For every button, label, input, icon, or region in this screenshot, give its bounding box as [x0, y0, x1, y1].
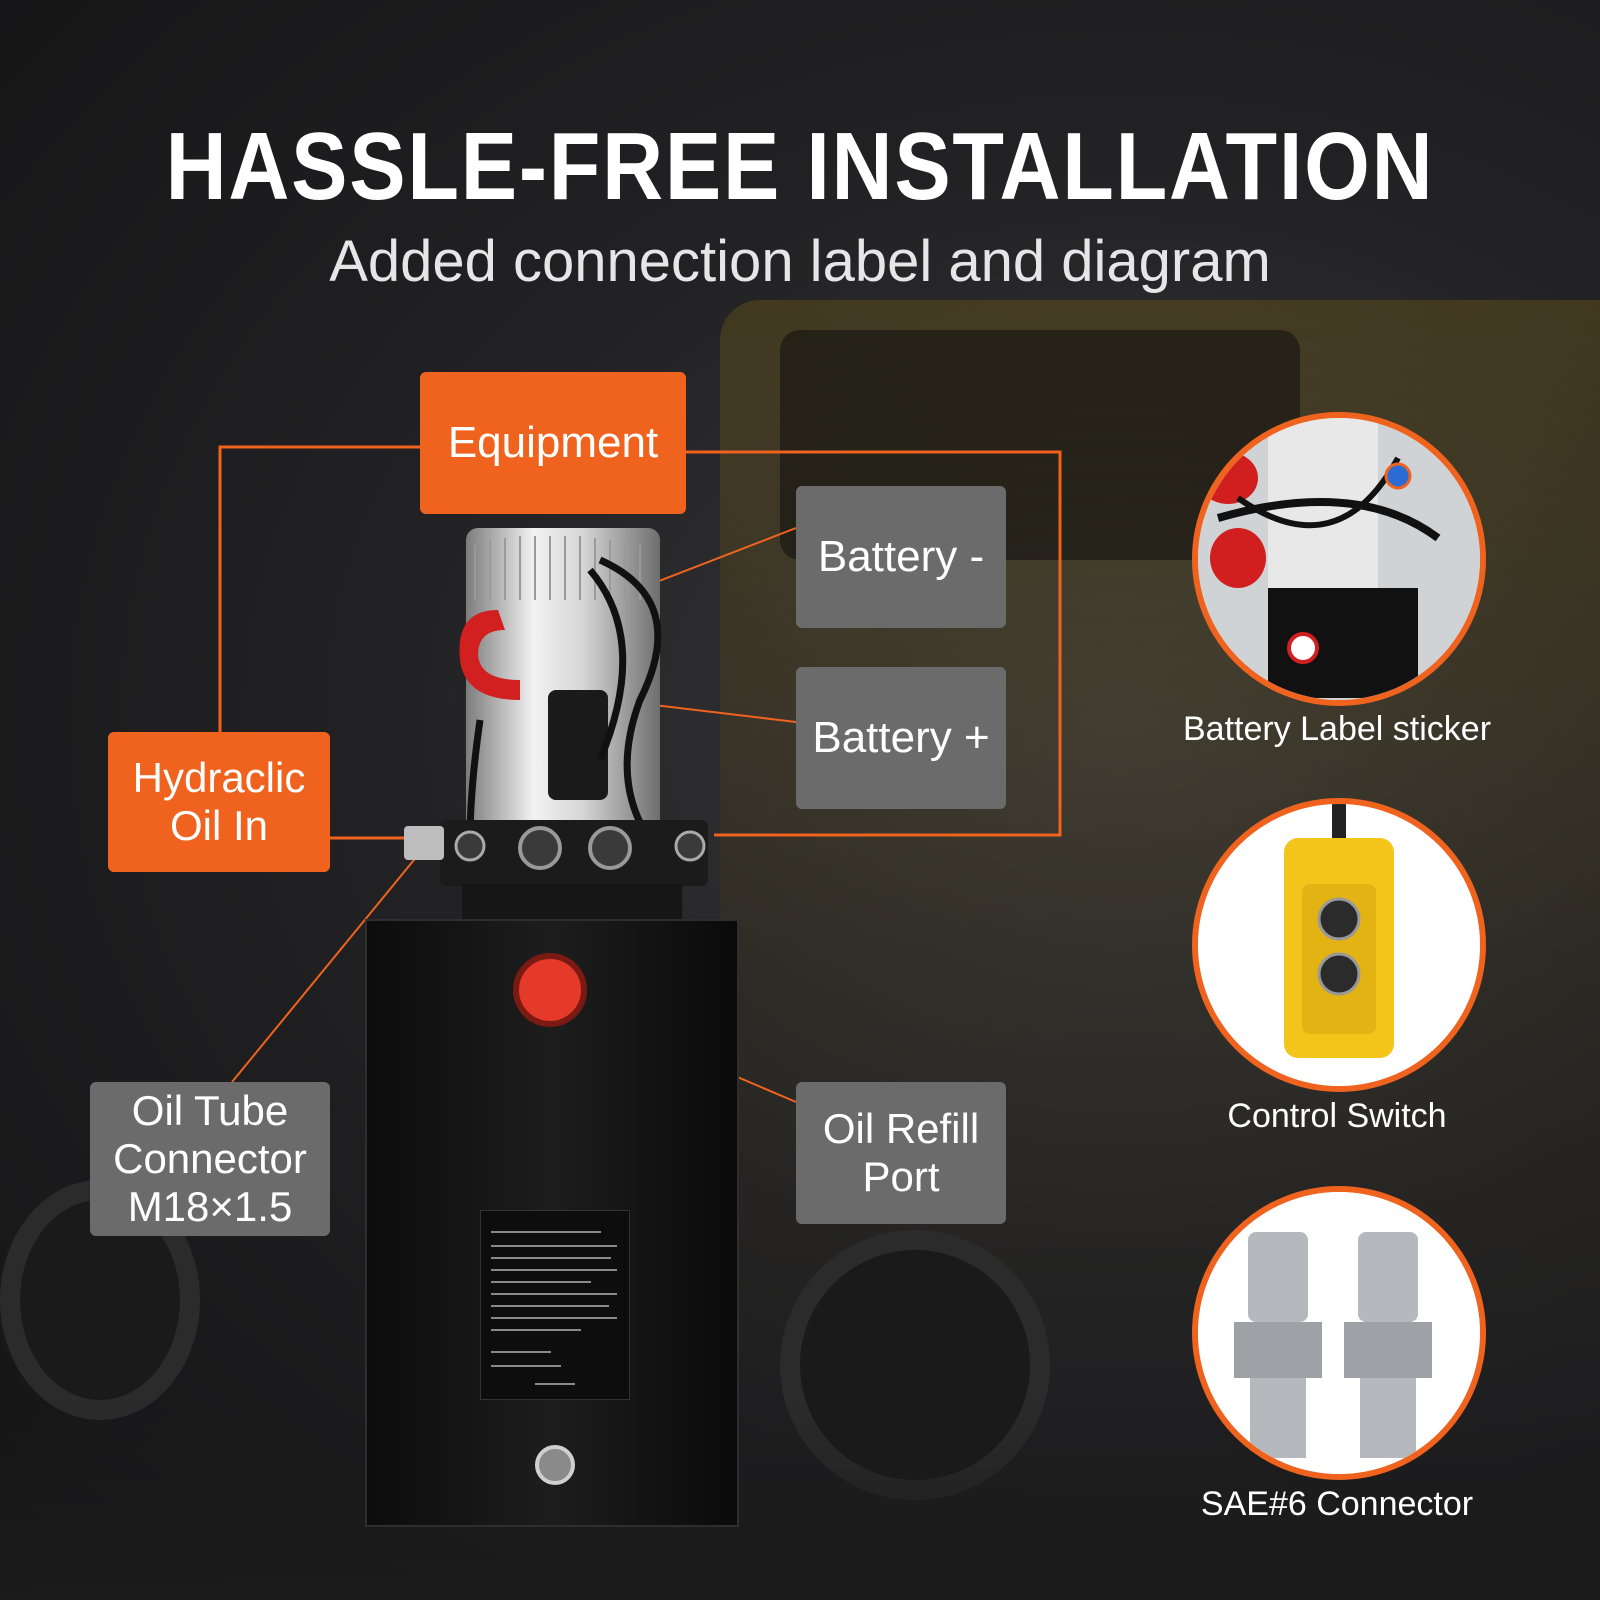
battery-minus-label: Battery -: [817, 532, 985, 581]
equipment-frame-left: [218, 445, 420, 732]
hydraulic-oil-in-line2: Oil In: [169, 802, 269, 849]
sae6-connector-image: [1192, 1186, 1486, 1480]
oil-tube-line2: Connector: [113, 1135, 307, 1182]
control-switch-caption: Control Switch: [1227, 1097, 1447, 1135]
sae6-connector-photo: [1198, 1192, 1480, 1474]
sae6-connector-caption: SAE#6 Connector: [1200, 1485, 1474, 1523]
equipment-callout: Equipment: [420, 372, 686, 514]
oil-refill-cap: [513, 953, 587, 1027]
oil-tube-leader: [231, 854, 419, 1083]
solenoid: [548, 690, 608, 800]
battery-label-sticker-image: [1192, 412, 1486, 706]
oil-tube-line3: M18×1.5: [127, 1183, 293, 1230]
hydraulic-oil-in-callout: Hydraclic Oil In: [108, 732, 330, 872]
equipment-label: Equipment: [447, 418, 659, 467]
battery-minus-callout: Battery -: [796, 486, 1006, 628]
battery-label-sticker-caption: Battery Label sticker: [1182, 710, 1492, 748]
battery-plus-callout: Battery +: [796, 667, 1006, 809]
oil-tube-fitting: [404, 826, 444, 860]
valve-block: [440, 820, 708, 886]
hydraulic-oil-in-line1: Hydraclic: [132, 754, 306, 801]
oil-refill-port-callout: Oil Refill Port: [796, 1082, 1006, 1224]
battery-sticker-photo: [1198, 418, 1480, 700]
oil-refill-line1: Oil Refill: [822, 1105, 980, 1152]
page-subtitle: Added connection label and diagram: [329, 229, 1271, 294]
oil-tube-connector-callout: Oil Tube Connector M18×1.5: [90, 1082, 330, 1236]
control-switch-image: [1192, 798, 1486, 1092]
oil-refill-line2: Port: [862, 1153, 940, 1200]
drain-plug: [535, 1445, 575, 1485]
page-title: HASSLE-FREE INSTALLATION: [165, 113, 1435, 220]
battery-plus-label: Battery +: [812, 713, 990, 762]
control-switch-photo: [1198, 804, 1480, 1086]
red-terminal-boot: [459, 610, 520, 700]
spec-label-plate: [480, 1210, 630, 1400]
equipment-frame-right: [686, 450, 1062, 837]
oil-tube-line1: Oil Tube: [131, 1087, 289, 1134]
